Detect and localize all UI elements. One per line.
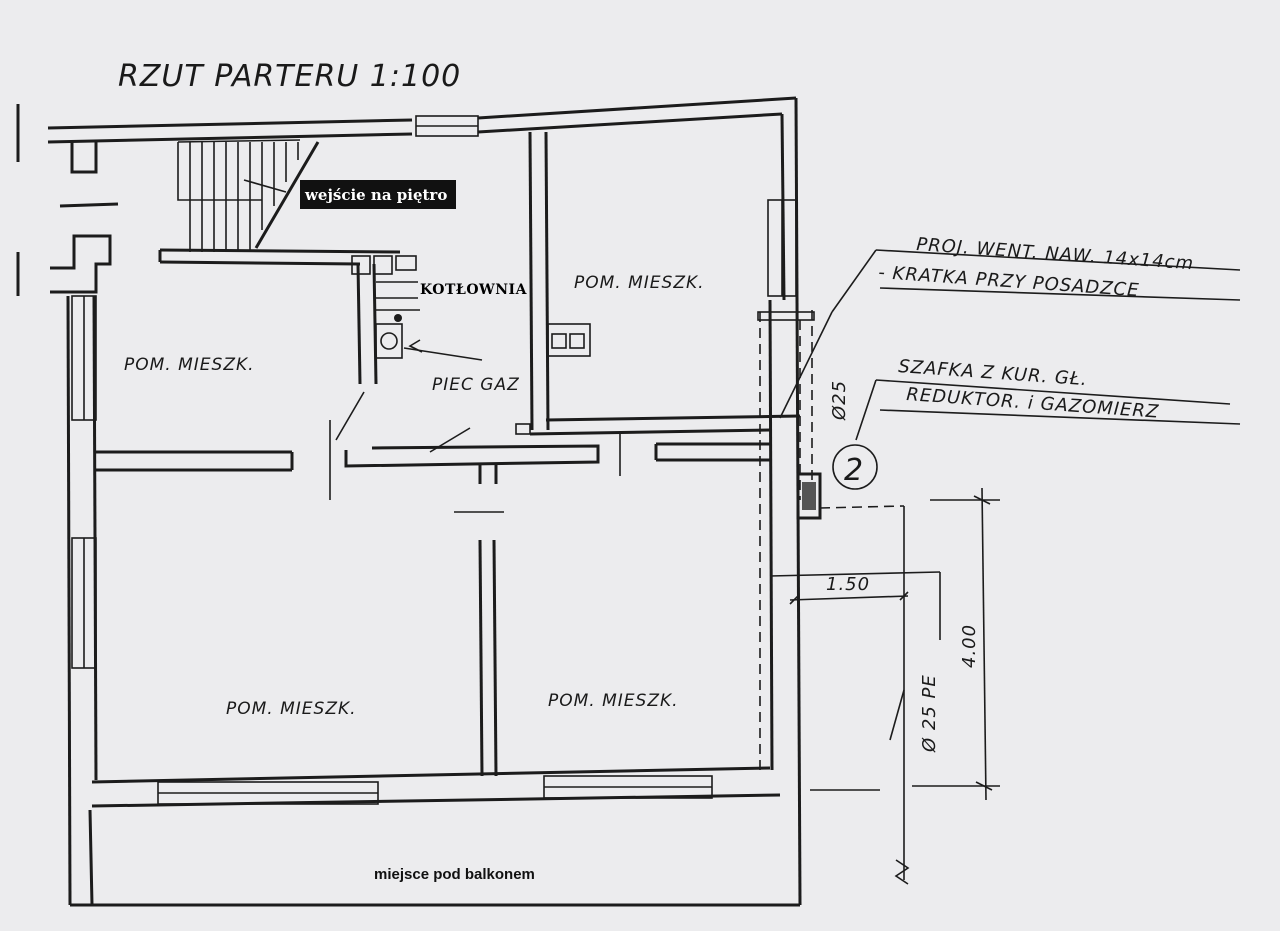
plan-title: RZUT PARTERU 1:100: [118, 59, 461, 94]
balcony-label: miejsce pod balkonem: [374, 866, 535, 883]
marker-number: 2: [844, 453, 864, 488]
boiler-room-fixtures: [335, 255, 591, 453]
marker-circle: [832, 444, 878, 490]
staircase: [177, 139, 320, 252]
dimension-horizontal: 1.50: [826, 574, 870, 595]
windows: [71, 115, 797, 805]
room-label-bottom-left: POM. MIESZK.: [226, 699, 357, 719]
stairs-label: wejście na piętro: [304, 186, 447, 204]
room-label-top-middle: POM. MIESZK.: [574, 273, 705, 293]
gas-stove-label: PIEC GAZ: [432, 375, 520, 395]
outer-walls: [16, 96, 802, 907]
boiler-room-label: KOTŁOWNIA: [420, 282, 528, 298]
stairs-label-box: [300, 180, 456, 209]
interior-walls: [96, 131, 801, 777]
pipe-diameter-label: Ø25: [829, 380, 850, 421]
gas-installation: [757, 310, 1000, 885]
dimension-vertical: 4.00: [959, 624, 980, 668]
callout-leaders: [831, 249, 1241, 490]
pipe-pe-label: Ø 25 PE: [919, 674, 940, 753]
room-label-bottom-right: POM. MIESZK.: [548, 691, 679, 711]
room-label-left: POM. MIESZK.: [124, 355, 255, 375]
